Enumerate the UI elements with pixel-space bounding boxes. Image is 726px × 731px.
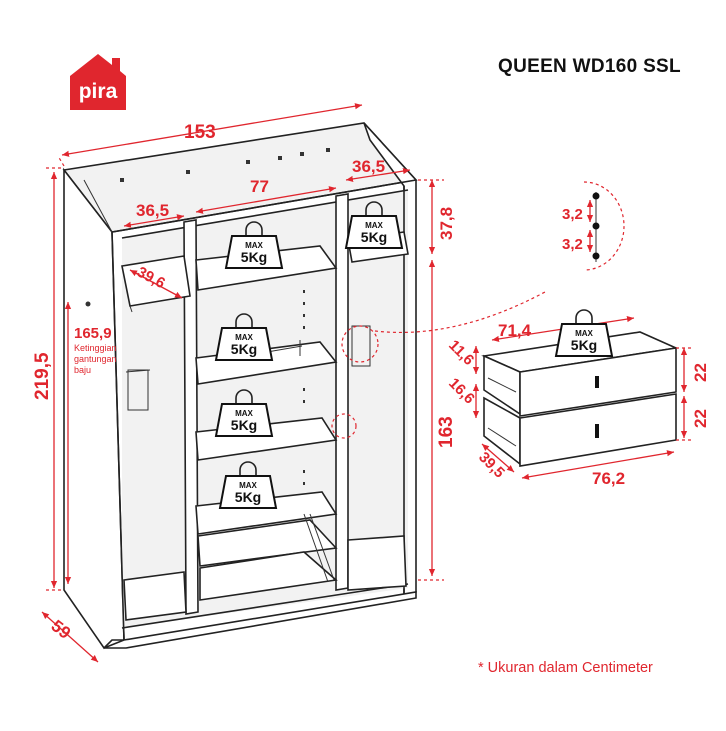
hanging-height-label-2: gantungan [74, 354, 117, 364]
weight-badge-3: MAX 5Kg [214, 313, 274, 361]
inner-height-label: 163 [436, 416, 457, 448]
weight-badge-line1: MAX [365, 221, 383, 230]
weight-badge-line2: 5Kg [361, 229, 387, 245]
weight-badge-2: MAX 5Kg [344, 201, 404, 249]
weight-badge-line1: MAX [235, 333, 253, 342]
wardrobe-body [62, 122, 418, 650]
weight-badge-line1: MAX [235, 409, 253, 418]
shelf-gap-2-label: 3,2 [562, 236, 583, 253]
detail-circles [331, 181, 625, 439]
total-height-label: 219,5 [32, 352, 53, 400]
weight-badges: MAX 5Kg MAX 5Kg MAX 5Kg MAX 5Kg MAX 5Kg [214, 201, 614, 509]
weight-badge-4: MAX 5Kg [214, 389, 274, 437]
hanging-height-value: 165,9 [74, 325, 112, 342]
drawer-front-height-top-label: 22 [691, 363, 710, 382]
weight-badge-line1: MAX [239, 481, 257, 490]
side-width-left-label: 36,5 [136, 201, 169, 220]
total-width-label: 153 [184, 122, 216, 143]
drawer-depth-label: 39,5 [475, 449, 508, 482]
weight-badge-line2: 5Kg [235, 489, 261, 505]
left-side-panel [63, 167, 125, 650]
house-logo-icon: pira [70, 54, 126, 110]
drawer-inner-height-top-label: 11,6 [445, 337, 477, 369]
shelf-gap-1-label: 3,2 [562, 206, 583, 223]
drawer-inner-width-label: 71,4 [498, 321, 532, 340]
product-model-title: QUEEN WD160 SSL [498, 56, 681, 77]
shelf-pin-detail: 3,2 3,2 [562, 192, 600, 262]
left-divider [183, 219, 199, 615]
drawer-inner-height-bottom-label: 16,6 [445, 375, 478, 408]
side-width-right-label: 36,5 [352, 157, 385, 176]
middle-width-label: 77 [250, 177, 269, 196]
right-divider [335, 193, 349, 591]
drawer-front-width-label: 76,2 [592, 469, 625, 488]
weight-badge-line2: 5Kg [571, 337, 597, 353]
weight-badge-line2: 5Kg [231, 341, 257, 357]
hanging-height-label-3: baju [74, 365, 91, 375]
units-footnote: * Ukuran dalam Centimeter [478, 660, 653, 676]
brand-logo: pira [66, 52, 130, 112]
middle-shelf-2 [195, 341, 338, 385]
weight-badge-6: MAX 5Kg [554, 309, 614, 357]
weight-badge-line2: 5Kg [241, 249, 267, 265]
hanging-height-label-1: Ketinggian [74, 343, 117, 353]
drawer-front-height-bottom-label: 22 [691, 409, 710, 428]
weight-badge-line1: MAX [245, 241, 263, 250]
weight-badge-line1: MAX [575, 329, 593, 338]
top-height-label: 37,8 [437, 207, 456, 240]
weight-badge-1: MAX 5Kg [224, 221, 284, 269]
weight-badge-line2: 5Kg [231, 417, 257, 433]
weight-badge-5: MAX 5Kg [218, 461, 278, 509]
brand-logo-text: pira [79, 80, 118, 103]
